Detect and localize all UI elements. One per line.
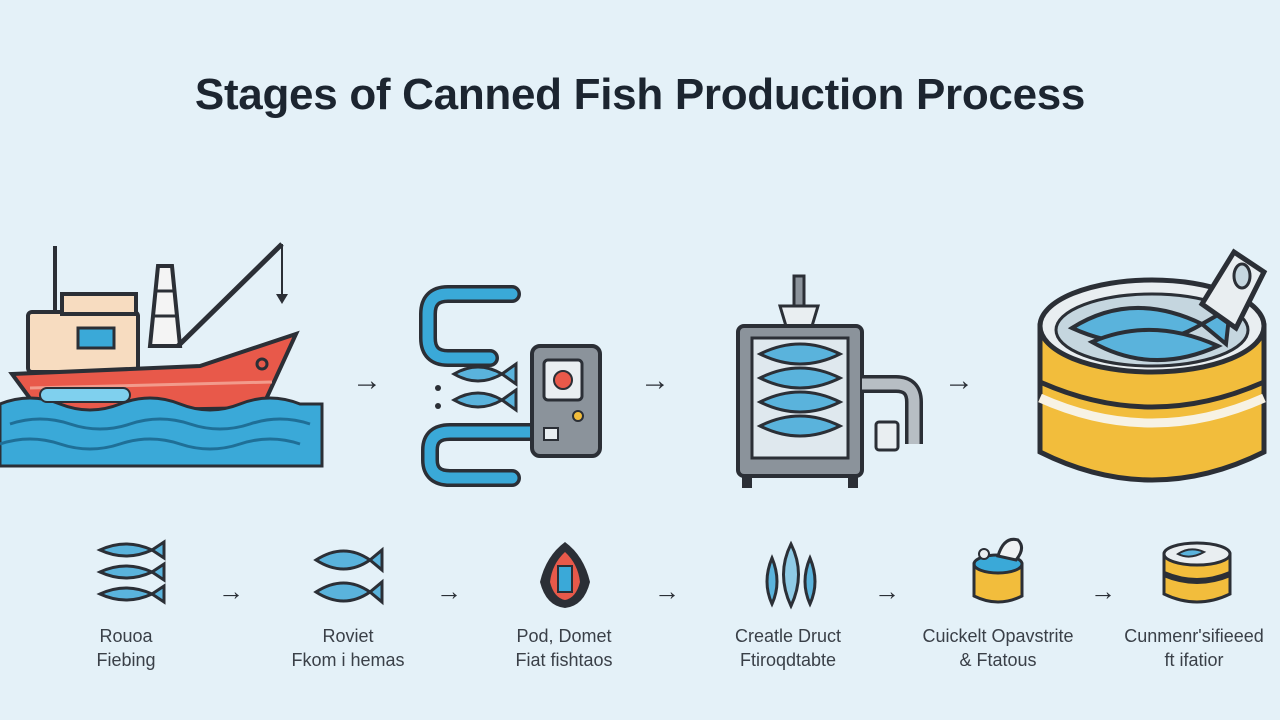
finished-can-icon xyxy=(1160,540,1234,608)
step-label: Rouoa Fiebing xyxy=(26,624,226,672)
step-label-line: & Ftatous xyxy=(959,650,1037,670)
fish-processing-icon xyxy=(532,538,598,610)
step-label-line: Fkom i hemas xyxy=(291,650,405,670)
open-fish-can-icon xyxy=(1032,242,1272,494)
step-label-line: Pod, Domet xyxy=(516,626,612,646)
fish-fillets-icon xyxy=(758,538,824,610)
step-arrow: → xyxy=(1090,576,1116,606)
fish-pair-icon xyxy=(310,544,386,608)
step-label-line: ft ifatior xyxy=(1164,650,1224,670)
step-label-line: Creatle Druct xyxy=(734,626,842,646)
fishing-boat-icon xyxy=(0,236,330,471)
step-arrow: → xyxy=(654,576,680,606)
can-sealing-icon xyxy=(968,534,1030,606)
fish-catch-icon xyxy=(96,539,168,606)
step-arrow: → xyxy=(218,576,244,606)
step-label-line: Cuickelt Opavstrite xyxy=(922,626,1074,646)
step-label-line: Rouoa xyxy=(99,626,153,646)
step-label: Roviet Fkom i hemas xyxy=(248,624,448,672)
flow-arrow: → xyxy=(944,364,974,397)
step-label-line: Ftiroqdtabte xyxy=(739,650,837,670)
page-title: Stages of Canned Fish Production Process xyxy=(194,70,1086,119)
step-label: Cuickelt Opavstrite & Ftatous xyxy=(898,624,1098,672)
cooking-steamer-icon xyxy=(730,272,930,492)
step-label-line: Cunmenr'sifieeed xyxy=(1124,626,1264,646)
step-label-line: Roviet xyxy=(322,626,374,646)
step-label-line: Fiat fishtaos xyxy=(515,650,613,670)
flow-arrow: → xyxy=(640,364,670,397)
step-label: Pod, Domet Fiat fishtaos xyxy=(464,624,664,672)
fish-cleaning-machine-icon xyxy=(419,282,610,497)
step-arrow: → xyxy=(874,576,900,606)
step-label-line: Fiebing xyxy=(96,650,156,670)
step-label: Cunmenr'sifieeed ft ifatior xyxy=(1094,624,1280,672)
flow-arrow: → xyxy=(352,364,382,397)
step-label: Creatle Druct Ftiroqdtabte xyxy=(688,624,888,672)
step-arrow: → xyxy=(436,576,462,606)
